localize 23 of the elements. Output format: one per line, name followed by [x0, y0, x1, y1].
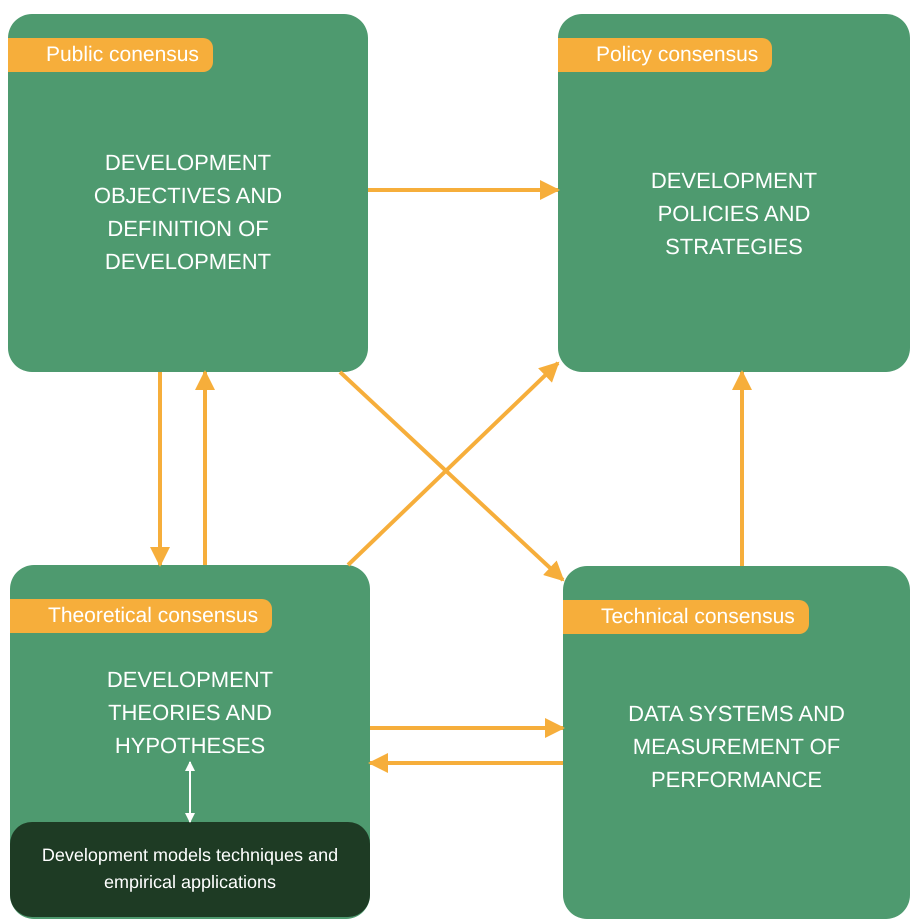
arrow [338, 370, 564, 582]
sub-box [10, 822, 370, 917]
box-title: DEVELOPMENT THEORIES AND HYPOTHESES [106, 666, 274, 760]
arrow [732, 370, 752, 566]
consensus-tag: Policy consensus [558, 38, 772, 72]
consensus-tag: Public conensus [8, 38, 213, 72]
sub-box-text: Development models techniques and empirical applications [40, 844, 340, 894]
process-box [10, 565, 370, 919]
box-title: DEVELOPMENT OBJECTIVES AND DEFINITION OF DEVELOPMENT [92, 149, 284, 276]
arrow [195, 370, 215, 565]
process-box [558, 14, 910, 372]
arrow [368, 180, 560, 200]
arrow [185, 761, 195, 823]
process-box [8, 14, 368, 372]
arrow [368, 753, 563, 773]
box-title: DATA SYSTEMS AND MEASUREMENT OF PERFORMANCE [627, 700, 846, 794]
consensus-tag: Theoretical consensus [10, 599, 272, 633]
arrow [346, 362, 560, 566]
arrow [150, 372, 170, 567]
box-title: DEVELOPMENT POLICIES AND STRATEGIES [650, 167, 818, 261]
process-box [563, 566, 910, 919]
arrow [370, 718, 565, 738]
consensus-tag: Technical consensus [563, 600, 809, 634]
